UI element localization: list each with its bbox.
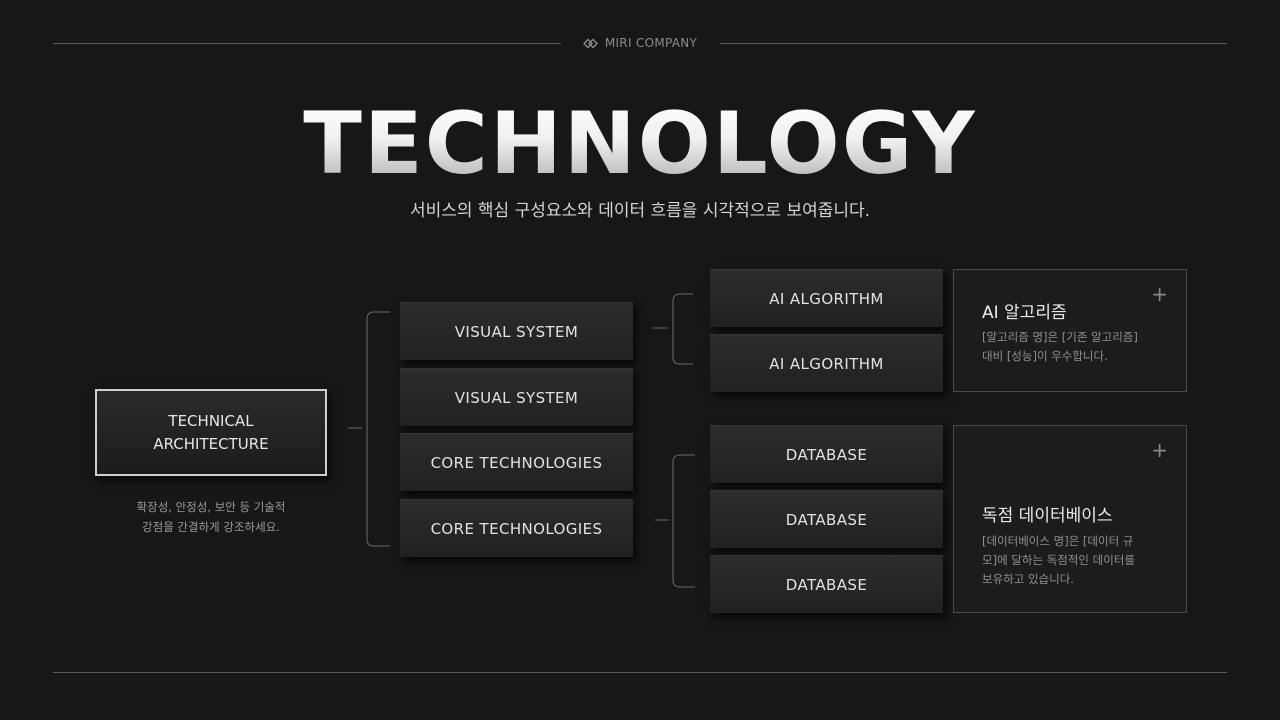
root-description: 확장성, 안정성, 보안 등 기술적 강점을 간결하게 강조하세요. <box>95 497 327 537</box>
card-ai-algorithm: + AI 알고리즘 [알고리즘 명]은 [기존 알고리즘] 대비 [성능]이 우… <box>953 269 1187 392</box>
plus-icon: + <box>1151 282 1168 306</box>
card-desc-line2: 모]에 달하는 독점적인 데이터를 <box>982 553 1135 567</box>
right-node-database-3: DATABASE <box>710 555 943 613</box>
brand: MIRI COMPANY <box>560 32 720 54</box>
card-title: AI 알고리즘 <box>982 303 1067 323</box>
card-description: [알고리즘 명]은 [기존 알고리즘] 대비 [성능]이 우수합니다. <box>982 328 1167 366</box>
bottom-bracket <box>672 454 695 588</box>
root-desc-line1: 확장성, 안정성, 보안 등 기술적 <box>136 500 286 514</box>
page-subtitle: 서비스의 핵심 구성요소와 데이터 흐름을 시각적으로 보여줍니다. <box>409 201 871 221</box>
card-exclusive-database: + 독점 데이터베이스 [데이터베이스 명]은 [데이터 규 모]에 달하는 독… <box>953 425 1187 613</box>
middle-node-core-technologies-2: CORE TECHNOLOGIES <box>400 499 633 557</box>
root-node-technical-architecture: TECHNICAL ARCHITECTURE <box>95 389 327 476</box>
brand-name: MIRI COMPANY <box>604 36 698 50</box>
card-title: 독점 데이터베이스 <box>982 506 1113 526</box>
page-title: TECHNOLOGY <box>0 96 1280 192</box>
top-rule-left <box>53 43 561 44</box>
brand-logo-icon <box>582 38 598 48</box>
middle-bracket <box>366 311 390 547</box>
card-desc-line2: 대비 [성능]이 우수합니다. <box>982 349 1108 363</box>
top-rule-right <box>720 43 1227 44</box>
top-bracket <box>672 293 693 365</box>
middle-node-visual-system-1: VISUAL SYSTEM <box>400 302 633 360</box>
card-desc-line3: 보유하고 있습니다. <box>982 572 1074 586</box>
root-desc-line2: 강점을 간결하게 강조하세요. <box>142 520 280 534</box>
middle-node-core-technologies-1: CORE TECHNOLOGIES <box>400 433 633 491</box>
card-desc-line1: [데이터베이스 명]은 [데이터 규 <box>982 534 1134 548</box>
bottom-rule <box>53 672 1227 673</box>
plus-icon: + <box>1151 438 1168 462</box>
right-node-ai-algorithm-1: AI ALGORITHM <box>710 269 943 327</box>
card-desc-line1: [알고리즘 명]은 [기존 알고리즘] <box>982 330 1138 344</box>
right-node-database-1: DATABASE <box>710 425 943 483</box>
right-node-database-2: DATABASE <box>710 490 943 548</box>
root-label-line1: TECHNICAL <box>168 411 254 430</box>
card-description: [데이터베이스 명]은 [데이터 규 모]에 달하는 독점적인 데이터를 보유하… <box>982 532 1167 589</box>
right-node-ai-algorithm-2: AI ALGORITHM <box>710 334 943 392</box>
middle-node-visual-system-2: VISUAL SYSTEM <box>400 368 633 426</box>
root-label-line2: ARCHITECTURE <box>153 434 269 453</box>
